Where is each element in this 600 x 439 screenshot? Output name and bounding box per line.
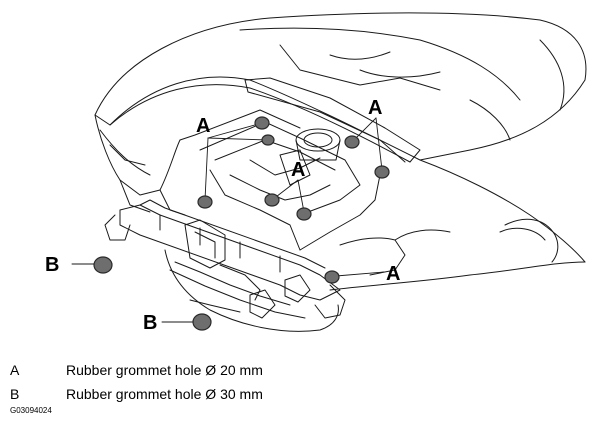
callout-b-bottom: B <box>143 312 158 334</box>
leader-a-center-2 <box>297 179 305 213</box>
grommet-a-right-mid <box>374 165 390 179</box>
grommet-a-lower-right <box>324 270 340 284</box>
callout-a-upper-left: A <box>196 115 211 137</box>
grommet-b-left <box>93 256 113 274</box>
lower-brackets <box>249 274 311 319</box>
callout-a-upper-right: A <box>368 97 383 119</box>
grommets-a <box>197 116 390 284</box>
grommet-a-left-mid <box>261 134 275 146</box>
grommet-a-left-upper <box>254 116 270 130</box>
callout-a-lower-right: A <box>386 263 401 285</box>
radiator-support <box>184 219 261 301</box>
right-fender <box>329 159 586 291</box>
legend-text-a: Rubber grommet hole Ø 20 mm <box>66 362 263 378</box>
grommet-a-center-left <box>264 193 280 207</box>
left-fender <box>94 114 186 216</box>
undertray <box>164 249 339 332</box>
callout-a-center: A <box>291 159 306 181</box>
front-crossmember <box>104 199 346 319</box>
grommet-a-left-lower <box>197 195 213 209</box>
leader-a-upper-left-3 <box>207 137 269 141</box>
leader-a-upper-right-2 <box>375 117 383 171</box>
strut-tower <box>279 128 341 186</box>
leader-a-upper-left-1 <box>204 137 209 201</box>
grommet-a-center-right <box>296 207 312 221</box>
engine-bay-rails <box>179 77 421 251</box>
leader-a-upper-left-2 <box>207 122 263 139</box>
callout-b-left: B <box>45 254 60 276</box>
legend-text-b: Rubber grommet hole Ø 30 mm <box>66 386 263 402</box>
figure-id: G03094024 <box>10 406 52 415</box>
grommets-b <box>93 256 212 331</box>
legend-key-a: A <box>10 362 20 378</box>
grommet-b-bottom <box>192 313 212 331</box>
legend-key-b: B <box>10 386 20 402</box>
leader-a-lower-right <box>335 271 385 277</box>
front-body-diagram <box>71 12 587 332</box>
grommet-a-right-upper <box>344 135 360 149</box>
leader-lines <box>71 117 385 323</box>
